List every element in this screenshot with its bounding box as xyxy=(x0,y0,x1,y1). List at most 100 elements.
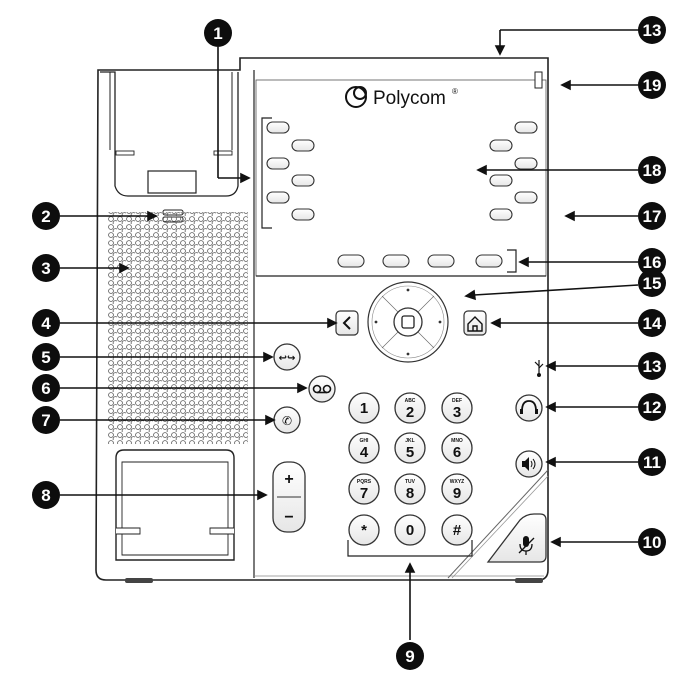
hold-button[interactable]: ✆ xyxy=(273,406,301,434)
line-key[interactable] xyxy=(514,121,538,134)
callout-number: 14 xyxy=(643,314,662,333)
dialpad-key-digit: 7 xyxy=(360,485,368,502)
line-key[interactable] xyxy=(489,174,513,187)
back-button[interactable] xyxy=(335,310,359,336)
callout-badge-circle xyxy=(32,343,60,371)
dialpad-key-bg[interactable] xyxy=(394,392,426,424)
dialpad-key-bg[interactable] xyxy=(394,514,426,546)
callout-badge: 8 xyxy=(32,481,60,509)
headset-icon xyxy=(521,400,537,412)
speakerphone-button[interactable] xyxy=(515,450,543,478)
line-key[interactable] xyxy=(291,174,315,187)
dialpad-key-digit: 3 xyxy=(453,404,461,421)
callout-number: 6 xyxy=(41,379,50,398)
dialpad-key-bg[interactable] xyxy=(348,392,380,424)
mute-button[interactable] xyxy=(486,513,547,563)
soft-key[interactable] xyxy=(427,254,455,268)
callout-badge: 4 xyxy=(32,309,60,337)
dialpad-key-bg[interactable] xyxy=(441,473,473,505)
callout-badge-circle xyxy=(638,309,666,337)
dialpad-key-bg[interactable] xyxy=(441,432,473,464)
callout-badge: 16 xyxy=(638,248,666,276)
mute-icon xyxy=(518,536,535,555)
dialpad-key-bg[interactable] xyxy=(348,473,380,505)
line-keys-left[interactable] xyxy=(266,121,315,221)
callout-number: 3 xyxy=(41,259,50,278)
dialpad-key-bg[interactable] xyxy=(441,514,473,546)
callout-number: 7 xyxy=(41,411,50,430)
home-icon xyxy=(467,316,483,332)
line-keys-right[interactable] xyxy=(489,121,538,221)
speaker-icon xyxy=(522,457,529,471)
dialpad-key[interactable]: 0 xyxy=(394,514,426,546)
transfer-button[interactable]: ↩↪ xyxy=(273,343,301,371)
soft-keys[interactable] xyxy=(337,254,503,268)
line-key[interactable] xyxy=(489,208,513,221)
dialpad-key[interactable]: # xyxy=(441,514,473,546)
dialpad-key-digit: * xyxy=(361,522,367,539)
callout-number: 9 xyxy=(405,647,414,666)
line-key[interactable] xyxy=(266,157,290,170)
dialpad-key-bg[interactable] xyxy=(394,432,426,464)
callout-badge: 6 xyxy=(32,374,60,402)
callout-badge: 5 xyxy=(32,343,60,371)
callout-badge-circle xyxy=(638,352,666,380)
dialpad-key[interactable]: 1 xyxy=(348,392,380,424)
callout-badge-circle xyxy=(32,202,60,230)
select-icon[interactable] xyxy=(401,315,415,329)
callout-badge: 17 xyxy=(638,202,666,230)
callout-badge-circle xyxy=(32,481,60,509)
dialpad-key-bg[interactable] xyxy=(394,473,426,505)
chevron-left-icon xyxy=(342,316,351,330)
callout-badge-circle xyxy=(638,448,666,476)
callout-badge: 12 xyxy=(638,393,666,421)
soft-key[interactable] xyxy=(475,254,503,268)
volume-down-label[interactable]: − xyxy=(284,509,293,526)
callout-badge: 9 xyxy=(396,642,424,670)
callout-badge-circle xyxy=(32,374,60,402)
callout-number: 15 xyxy=(643,274,662,293)
nav-cluster[interactable] xyxy=(367,281,449,363)
voicemail-icon xyxy=(312,384,332,394)
dialpad-key[interactable]: * xyxy=(348,514,380,546)
line-key[interactable] xyxy=(291,208,315,221)
dialpad-key-letters: WXYZ xyxy=(450,479,464,485)
soft-key[interactable] xyxy=(337,254,365,268)
line-key[interactable] xyxy=(266,121,290,134)
home-button[interactable] xyxy=(463,310,487,336)
callout-number: 17 xyxy=(643,207,662,226)
line-key[interactable] xyxy=(489,139,513,152)
volume-keys[interactable]: + − xyxy=(272,461,306,533)
callout-badge: 18 xyxy=(638,156,666,184)
callout-arrows xyxy=(60,29,640,640)
soft-key[interactable] xyxy=(382,254,410,268)
line-key[interactable] xyxy=(291,139,315,152)
dialpad-key-bg[interactable] xyxy=(348,514,380,546)
speaker-grille xyxy=(108,212,248,444)
callout-number: 5 xyxy=(41,348,50,367)
line-key[interactable] xyxy=(514,191,538,204)
callout-badge-circle xyxy=(638,71,666,99)
callout-badge-circle xyxy=(638,156,666,184)
dialpad-key-bg[interactable] xyxy=(441,392,473,424)
logo-text: Polycom xyxy=(373,88,446,109)
dialpad-key-bg[interactable] xyxy=(348,432,380,464)
callout-badge-circle xyxy=(32,309,60,337)
line-key[interactable] xyxy=(266,191,290,204)
line-key[interactable] xyxy=(514,157,538,170)
polycom-logo: Polycom ® xyxy=(345,86,458,109)
handset-cradle xyxy=(100,71,239,197)
volume-up-label[interactable]: + xyxy=(284,471,293,488)
headset-button[interactable] xyxy=(515,394,543,422)
callout-badge: 10 xyxy=(638,528,666,556)
messages-button[interactable] xyxy=(308,375,336,403)
